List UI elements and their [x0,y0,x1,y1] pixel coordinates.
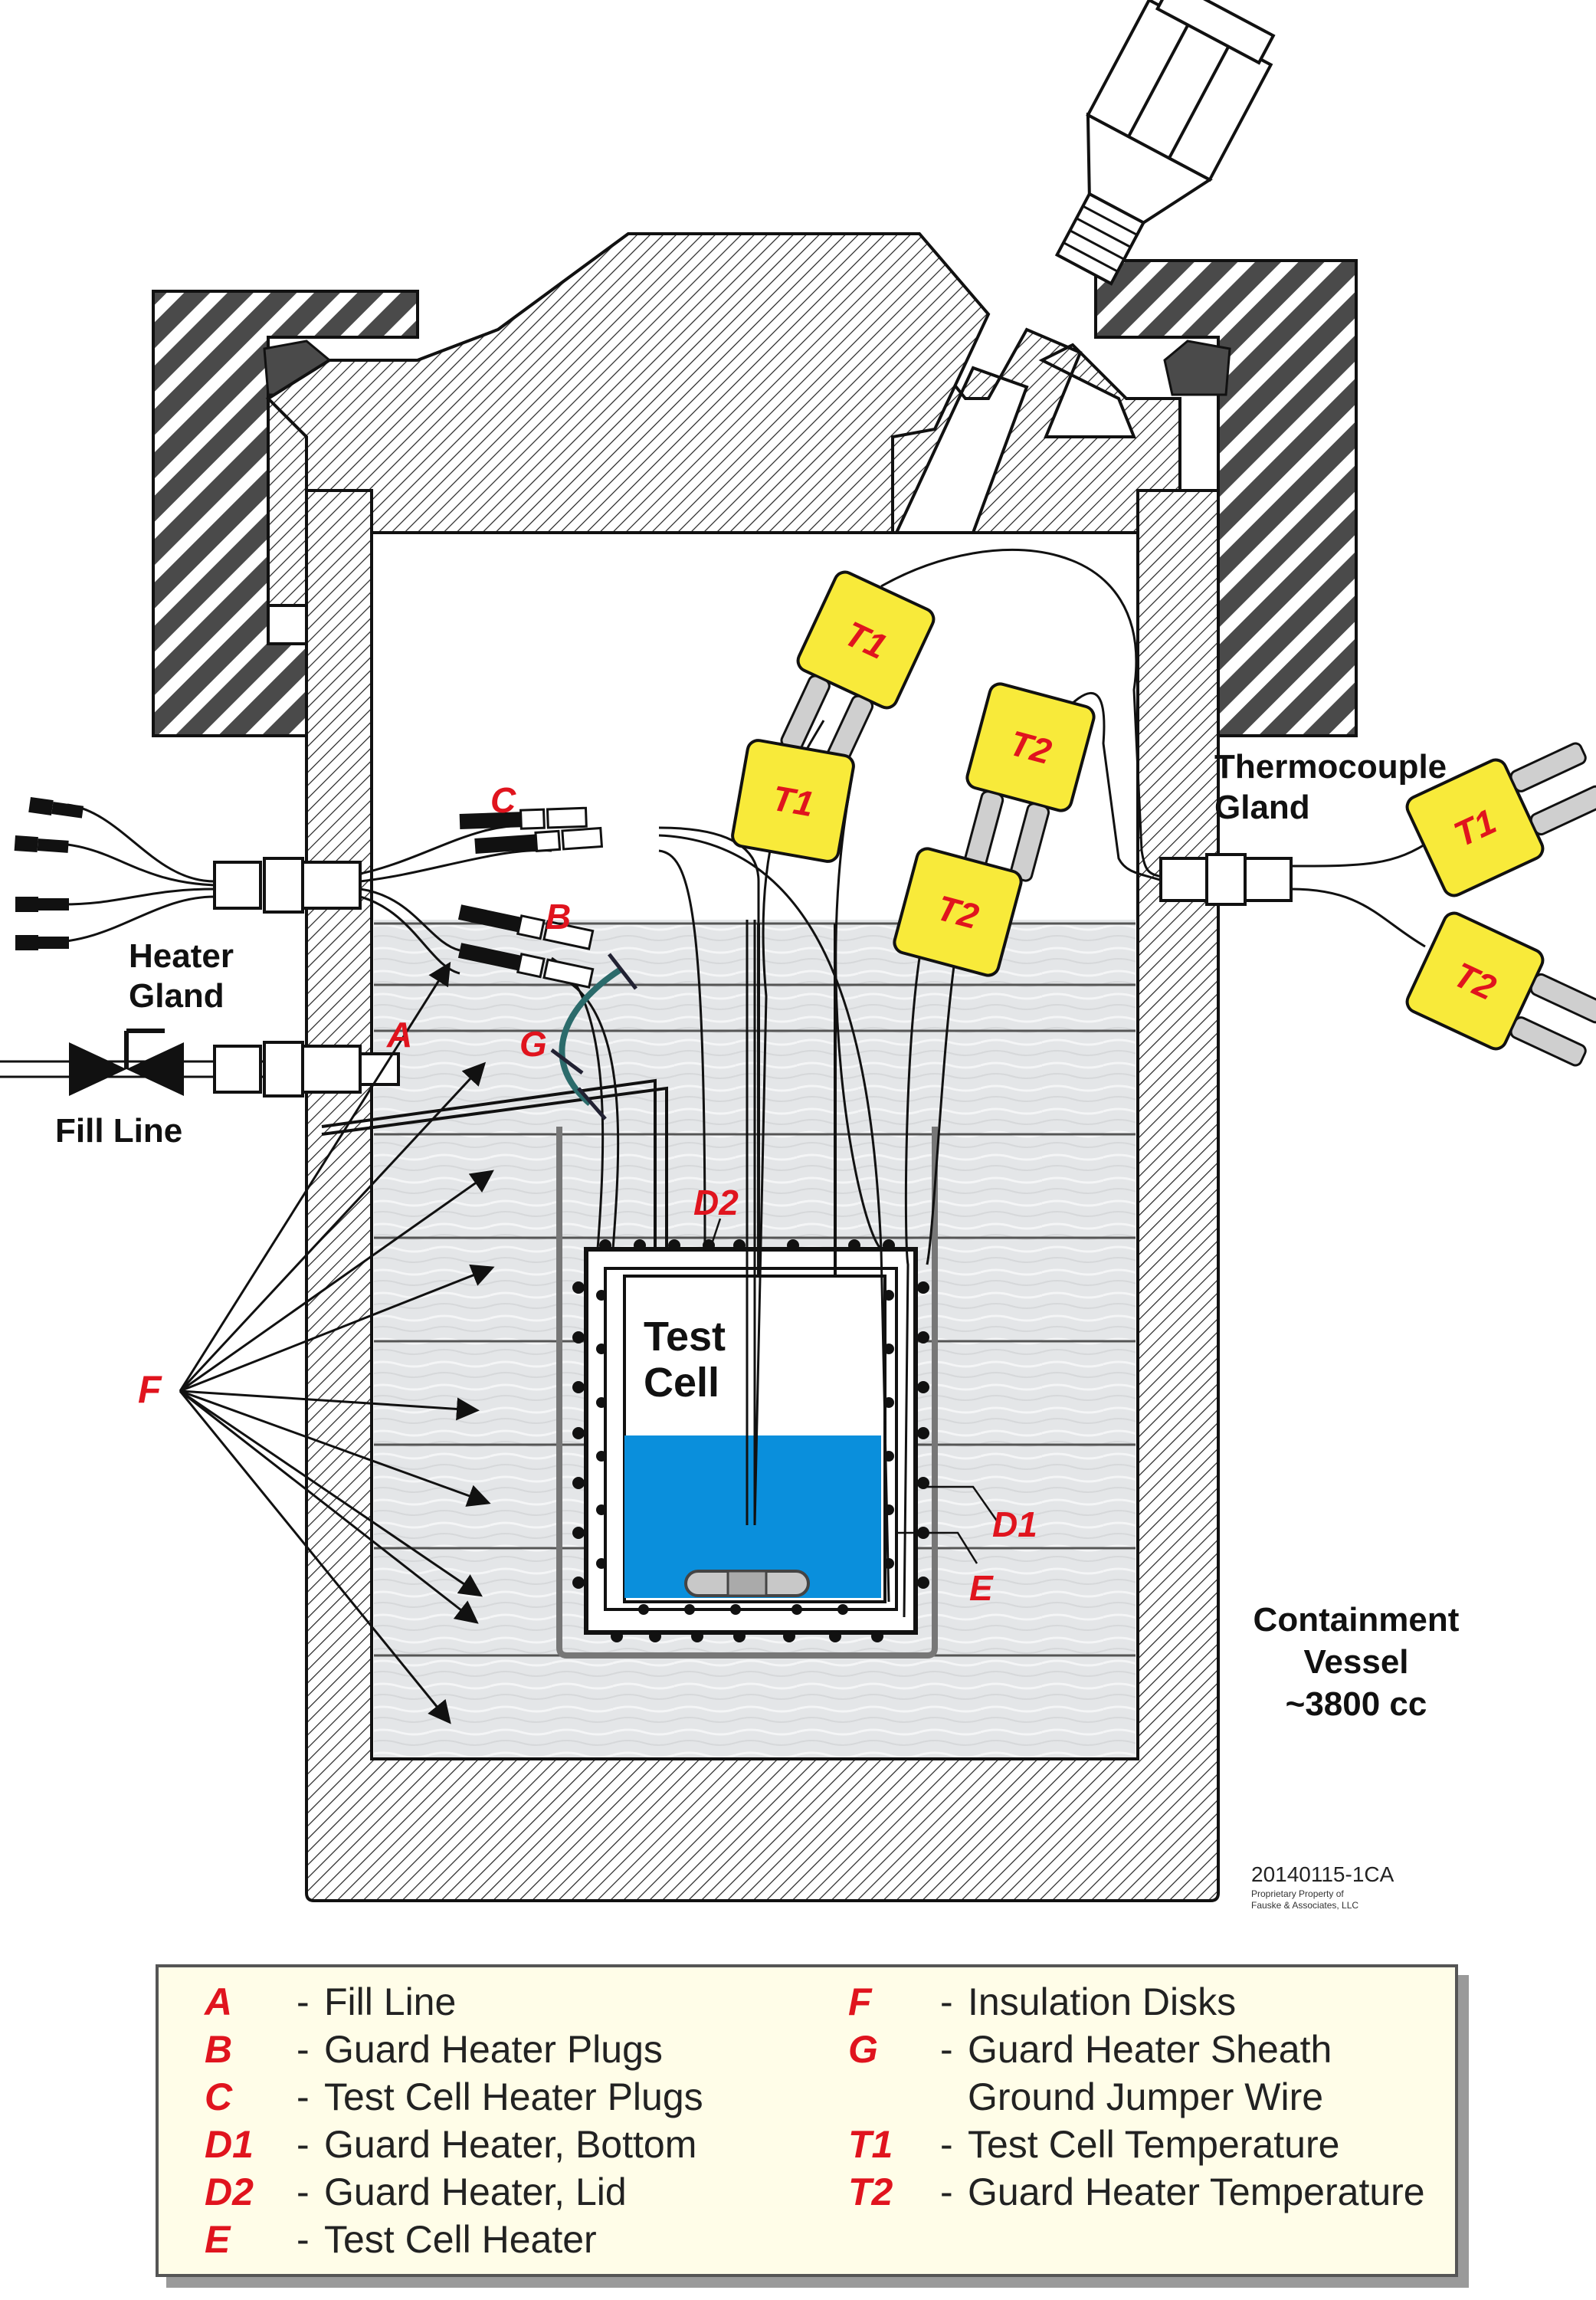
legend-text: Test Cell Temperature [968,2123,1340,2166]
legend-item: T1-Test Cell Temperature [848,2121,1425,2168]
test-cell-assembly [556,920,938,1659]
legend-key: B [205,2028,233,2071]
callout-d2: D2 [693,1183,739,1222]
callout-e: E [969,1568,994,1608]
thermocouple-gland-label-1: Thermocouple [1214,748,1447,786]
callout-f: F [138,1368,162,1411]
heater-plugs [14,797,604,989]
legend-text: Guard Heater Plugs [324,2028,663,2071]
legend-item: E-Test Cell Heater [205,2216,703,2263]
callout-b: B [546,897,571,937]
legend-text: Guard Heater Sheath [968,2028,1332,2071]
proprietary-note-2: Fauske & Associates, LLC [1251,1900,1358,1911]
drawing-number: 20140115-1CA [1251,1862,1394,1886]
containment-vessel-label-2: Vessel [1303,1643,1408,1681]
heater-gland-label-2: Gland [129,977,224,1015]
ground-jumper-wire [550,953,637,1120]
legend-key: A [205,1980,233,2023]
callout-a: A [386,1015,412,1055]
leader-lines [711,1218,1001,1564]
proprietary-note-1: Proprietary Property of [1251,1888,1344,1899]
legend-key: D1 [205,2123,254,2166]
legend-item: A-Fill Line [205,1978,703,2026]
heater-gland-label-1: Heater [129,937,234,975]
callout-c: C [490,780,516,820]
legend-text: Ground Jumper Wire [968,2075,1324,2118]
legend-item: C-Test Cell Heater Plugs [205,2073,703,2121]
legend-key: D2 [205,2170,254,2213]
thermocouple-connectors: T1 T1 T2 T2 T1 T2 [731,570,1596,1067]
legend-text: Insulation Disks [968,1980,1237,2023]
test-cell-label-2: Cell [644,1360,719,1406]
legend-text: Guard Heater Temperature [968,2170,1425,2213]
diagram-labels: Heater Gland Fill Line Thermocouple Glan… [55,748,1460,1911]
thermocouple-fitting-top [1054,0,1276,286]
thermocouple-gland-label-2: Gland [1214,789,1310,826]
callout-d1: D1 [992,1504,1037,1544]
legend-key: C [205,2075,233,2118]
test-cell-label-1: Test [644,1314,726,1360]
callout-g: G [519,1024,547,1064]
legend-item: T2-Guard Heater Temperature [848,2168,1425,2216]
legend-item: G-Guard Heater Sheath [848,2026,1425,2073]
glands [213,853,1293,1098]
legend-key: E [205,2218,231,2261]
legend-key: T1 [848,2123,893,2166]
containment-vessel-label-3: ~3800 cc [1286,1685,1427,1723]
containment-vessel-label-1: Containment [1254,1601,1460,1639]
legend-key: F [848,1980,872,2023]
legend-key: T2 [848,2170,893,2213]
wiring [0,549,1434,1618]
legend-item: D1-Guard Heater, Bottom [205,2121,703,2168]
tc-label: T1 [769,778,817,825]
legend-item: B-Guard Heater Plugs [205,2026,703,2073]
legend-item: F-Insulation Disks [848,1978,1425,2026]
legend-text: Guard Heater, Lid [324,2170,627,2213]
fill-line-valve [69,1029,184,1096]
fill-line-label: Fill Line [55,1112,182,1150]
legend-text: Test Cell Heater [324,2218,597,2261]
legend-right-column: F-Insulation Disks G-Guard Heater Sheath… [848,1978,1425,2216]
legend-text: Fill Line [324,1980,457,2023]
legend-box: A-Fill Line B-Guard Heater Plugs C-Test … [156,1964,1458,2277]
insulation-disk-arrows [179,961,495,1724]
legend-item-continuation: Ground Jumper Wire [848,2073,1425,2121]
legend-text: Guard Heater, Bottom [324,2123,697,2166]
legend-left-column: A-Fill Line B-Guard Heater Plugs C-Test … [205,1978,703,2263]
legend-item: D2-Guard Heater, Lid [205,2168,703,2216]
legend-text: Test Cell Heater Plugs [324,2075,703,2118]
legend-key: G [848,2028,878,2071]
